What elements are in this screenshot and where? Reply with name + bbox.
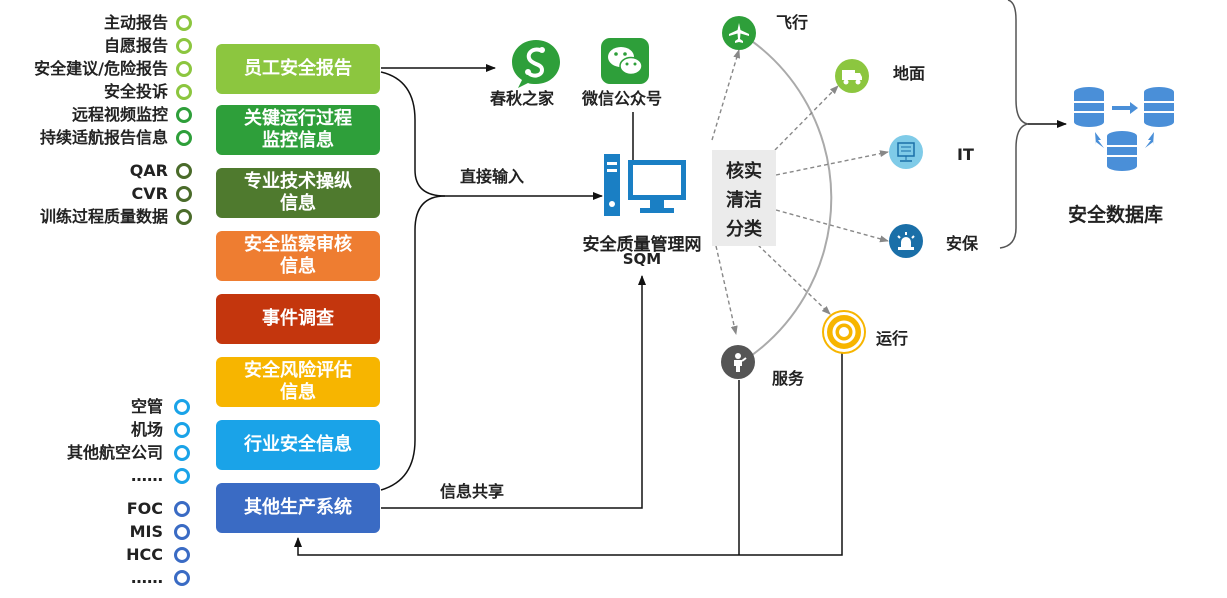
dashed-to-run bbox=[757, 244, 831, 315]
database-icon bbox=[1070, 84, 1180, 178]
dashed-to-ground bbox=[774, 85, 839, 151]
wechat-app-icon bbox=[601, 38, 649, 84]
blue-source-ring-icon bbox=[174, 399, 190, 415]
info-share-label: 信息共享 bbox=[440, 482, 505, 501]
category-arc bbox=[739, 32, 833, 363]
green-source-label: 主动报告 bbox=[103, 13, 168, 32]
truck-icon bbox=[835, 59, 869, 93]
source-box: 专业技术操纵 信息 bbox=[216, 168, 380, 218]
edge-report-curve bbox=[380, 71, 446, 197]
blue-source-label: FOC bbox=[126, 499, 163, 518]
process-box bbox=[712, 150, 776, 246]
chunqiu-label: 春秋之家 bbox=[490, 89, 555, 108]
chunqiu-app-icon bbox=[510, 38, 562, 88]
process-step: 核实 bbox=[726, 161, 762, 182]
wechat-label: 微信公众号 bbox=[582, 89, 663, 108]
blue-source-label: MIS bbox=[129, 522, 163, 541]
category-label: 运行 bbox=[876, 329, 909, 348]
green-source-label: 远程视频监控 bbox=[71, 105, 168, 124]
blue-source-ring-icon bbox=[174, 422, 190, 438]
edge-info-share bbox=[381, 275, 646, 509]
blue-source-label: …… bbox=[131, 466, 163, 485]
green-source-ring-icon bbox=[176, 130, 192, 146]
blue-source-label: HCC bbox=[126, 545, 163, 564]
green-source-label: 自愿报告 bbox=[103, 36, 168, 55]
sqm-label-2: SQM bbox=[622, 250, 662, 268]
green-source-ring-icon bbox=[176, 209, 192, 225]
source-box: 安全监察审核 信息 bbox=[216, 231, 380, 281]
sqm-computer-icon bbox=[602, 152, 690, 222]
person-icon bbox=[721, 345, 755, 379]
green-source-label: QAR bbox=[129, 161, 168, 180]
edge-other-curve bbox=[380, 195, 446, 491]
alarm-icon bbox=[889, 224, 923, 258]
source-box: 事件调查 bbox=[216, 294, 380, 344]
category-label: 飞行 bbox=[776, 13, 809, 32]
blue-source-ring-icon bbox=[174, 570, 190, 586]
green-source-label: 安全投诉 bbox=[103, 82, 168, 101]
green-source-label: 安全建议/危险报告 bbox=[34, 59, 168, 78]
blue-source-ring-icon bbox=[174, 445, 190, 461]
green-source-label: CVR bbox=[131, 184, 168, 203]
edge-feedback bbox=[294, 345, 843, 556]
blue-source-ring-icon bbox=[174, 501, 190, 517]
database-label: 安全数据库 bbox=[1068, 204, 1164, 226]
dashed-to-it bbox=[775, 150, 889, 176]
target-icon bbox=[824, 312, 864, 352]
source-box: 关键运行过程 监控信息 bbox=[216, 105, 380, 155]
blue-source-ring-icon bbox=[174, 468, 190, 484]
dashed-to-flight bbox=[711, 49, 741, 141]
process-step: 分类 bbox=[726, 219, 762, 240]
process-step: 清洁 bbox=[726, 190, 762, 211]
green-source-ring-icon bbox=[176, 163, 192, 179]
green-source-ring-icon bbox=[176, 38, 192, 54]
blue-source-label: …… bbox=[131, 568, 163, 587]
source-box: 行业安全信息 bbox=[216, 420, 380, 470]
dashed-to-service bbox=[715, 245, 738, 335]
source-box: 其他生产系统 bbox=[216, 483, 380, 533]
source-box: 员工安全报告 bbox=[216, 44, 380, 94]
green-source-ring-icon bbox=[176, 15, 192, 31]
sqm-label-1: 安全质量管理网 bbox=[582, 235, 702, 255]
blue-source-label: 空管 bbox=[130, 397, 163, 416]
blue-source-ring-icon bbox=[174, 547, 190, 563]
source-box: 安全风险评估 信息 bbox=[216, 357, 380, 407]
green-source-ring-icon bbox=[176, 107, 192, 123]
blue-source-label: 机场 bbox=[130, 420, 163, 439]
green-source-ring-icon bbox=[176, 84, 192, 100]
blue-source-ring-icon bbox=[174, 524, 190, 540]
airplane-icon bbox=[722, 16, 756, 50]
green-source-ring-icon bbox=[176, 61, 192, 77]
green-source-label: 持续适航报告信息 bbox=[39, 128, 168, 147]
green-source-label: 训练过程质量数据 bbox=[39, 207, 168, 226]
category-label: 服务 bbox=[772, 369, 805, 388]
category-label: 地面 bbox=[893, 64, 926, 83]
blue-source-label: 其他航空公司 bbox=[66, 443, 163, 462]
brace bbox=[999, 0, 1029, 249]
green-source-ring-icon bbox=[176, 186, 192, 202]
dashed-to-security bbox=[775, 209, 889, 243]
category-label: IT bbox=[957, 145, 974, 164]
server-icon bbox=[889, 135, 923, 169]
category-label: 安保 bbox=[946, 234, 979, 253]
direct-input-label: 直接输入 bbox=[460, 167, 525, 186]
